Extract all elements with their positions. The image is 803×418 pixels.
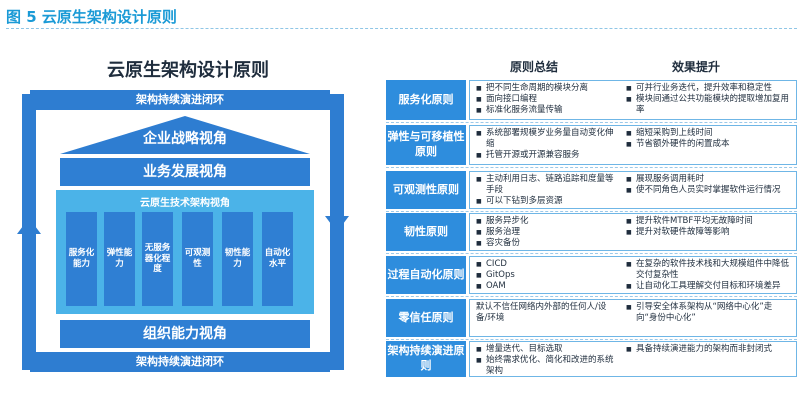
principle-effect: 具备持续演进能力的架构而非封闭式 bbox=[626, 344, 792, 355]
principle-row-box bbox=[469, 171, 797, 209]
summary-item: OAM bbox=[476, 281, 616, 292]
summary-item: 系统部署规模岁业务量自动变化伸缩 bbox=[476, 128, 616, 150]
principle-label: 零信任原则 bbox=[386, 299, 466, 337]
org-view-band: 组织能力视角 bbox=[60, 320, 310, 348]
principle-summary: 系统部署规模岁业务量自动变化伸缩托管开源或开源兼容服务 bbox=[476, 128, 616, 161]
loop-bottom-label: 架构持续演进闭环 bbox=[30, 352, 330, 372]
effect-item: 具备持续演进能力的架构而非封闭式 bbox=[626, 344, 792, 355]
principle-label: 弹性与可移植性原则 bbox=[386, 125, 466, 165]
effect-item: 在复杂的软件技术栈和大规模组件中降低交付复杂性 bbox=[626, 259, 792, 281]
principle-summary: 增量迭代、目标选取始终需求优化、简化和改进的系统架构 bbox=[476, 344, 616, 377]
row-separator bbox=[386, 253, 797, 254]
summary-item: 服务治理 bbox=[476, 227, 616, 238]
principle-row-box bbox=[469, 256, 797, 294]
summary-item: 服务异步化 bbox=[476, 216, 616, 227]
pillar-automation: 自动化水平 bbox=[262, 212, 293, 306]
effect-item: 节省额外硬件的闲置成本 bbox=[626, 139, 792, 150]
effect-item: 模块间通过公共功能模块的提取增加复用率 bbox=[626, 94, 792, 116]
principle-effect: 可并行业务迭代，提升效率和稳定性模块间通过公共功能模块的提取增加复用率 bbox=[626, 83, 792, 116]
principle-label: 韧性原则 bbox=[386, 213, 466, 251]
effect-item: 缩短采购到上线时间 bbox=[626, 128, 792, 139]
figure-title: 图 5 云原生架构设计原则 bbox=[6, 8, 177, 26]
effect-column-header: 效果提升 bbox=[672, 60, 721, 74]
effect-item: 提升对软硬件故障等影响 bbox=[626, 227, 792, 238]
summary-item: 默认不信任网络内外部的任何人/设备/环境 bbox=[476, 302, 607, 323]
row-separator bbox=[386, 339, 797, 340]
principle-summary: 把不同生命周期的模块分离面向接口编程标准化服务流量传输 bbox=[476, 83, 616, 116]
summary-item: 标准化服务流量传输 bbox=[476, 105, 616, 116]
row-separator bbox=[386, 211, 797, 212]
summary-item: 把不同生命周期的模块分离 bbox=[476, 83, 616, 94]
summary-column-header: 原则总结 bbox=[510, 60, 559, 74]
pillar-observability: 可观测性 bbox=[182, 212, 213, 306]
effect-item: 引导安全体系架构从“网络中心化”走向“身份中心化” bbox=[626, 302, 792, 324]
principle-summary: CICDGitOpsOAM bbox=[476, 259, 616, 292]
summary-item: 增量迭代、目标选取 bbox=[476, 344, 616, 355]
title-divider bbox=[6, 28, 797, 29]
principle-row-box bbox=[469, 213, 797, 251]
row-separator bbox=[386, 296, 797, 297]
principle-effect: 提升软件MTBF平均无故障时间提升对软硬件故障等影响 bbox=[626, 216, 792, 238]
principle-label: 过程自动化原则 bbox=[386, 256, 466, 294]
strategy-view-label: 企业战略视角 bbox=[143, 131, 227, 147]
row-separator bbox=[386, 167, 797, 168]
principle-row-box bbox=[469, 80, 797, 120]
summary-item: GitOps bbox=[476, 270, 616, 281]
row-separator bbox=[386, 122, 797, 123]
tech-architecture-title: 云原生技术架构视角 bbox=[140, 198, 230, 209]
principle-row-box bbox=[469, 341, 797, 377]
loop-arrow-down-icon bbox=[325, 216, 349, 232]
pillar-serverless: 无服务器化程度 bbox=[142, 212, 173, 306]
effect-item: 可并行业务迭代，提升效率和稳定性 bbox=[626, 83, 792, 94]
pillar-service: 服务化能力 bbox=[66, 212, 97, 306]
summary-item: 主动利用日志、链路追踪和度量等手段 bbox=[476, 174, 616, 196]
principle-effect: 引导安全体系架构从“网络中心化”走向“身份中心化” bbox=[626, 302, 792, 324]
summary-item: 容灾备份 bbox=[476, 238, 616, 249]
summary-item: 始终需求优化、简化和改进的系统架构 bbox=[476, 355, 616, 377]
effect-item: 展现服务调用耗时 bbox=[626, 174, 792, 185]
summary-item: 可以下钻到多层资源 bbox=[476, 196, 616, 207]
summary-item: 托管开源或开源兼容服务 bbox=[476, 150, 616, 161]
pillar-elasticity: 弹性能力 bbox=[104, 212, 135, 306]
principle-label: 服务化原则 bbox=[386, 80, 466, 120]
loop-top-label: 架构持续演进闭环 bbox=[30, 90, 330, 110]
principle-summary: 服务异步化服务治理容灾备份 bbox=[476, 216, 616, 249]
effect-item: 让自动化工具理解交付目标和环境差异 bbox=[626, 281, 792, 292]
business-view-band: 业务发展视角 bbox=[60, 158, 310, 186]
roof-shape bbox=[60, 116, 310, 154]
diagram-title: 云原生架构设计原则 bbox=[107, 60, 269, 81]
summary-item: CICD bbox=[476, 259, 616, 270]
principle-row-box bbox=[469, 125, 797, 165]
principle-label: 架构持续演进原则 bbox=[386, 341, 466, 377]
principle-row-box bbox=[469, 299, 797, 337]
effect-item: 使不同角色人员实时掌握软件运行情况 bbox=[626, 185, 792, 196]
principle-effect: 展现服务调用耗时使不同角色人员实时掌握软件运行情况 bbox=[626, 174, 792, 196]
pillar-resilience: 韧性能力 bbox=[222, 212, 253, 306]
principle-summary: 默认不信任网络内外部的任何人/设备/环境 bbox=[476, 302, 616, 324]
principle-effect: 缩短采购到上线时间节省额外硬件的闲置成本 bbox=[626, 128, 792, 150]
principle-label: 可观测性原则 bbox=[386, 171, 466, 209]
effect-item: 提升软件MTBF平均无故障时间 bbox=[626, 216, 792, 227]
summary-item: 面向接口编程 bbox=[476, 94, 616, 105]
principle-effect: 在复杂的软件技术栈和大规模组件中降低交付复杂性让自动化工具理解交付目标和环境差异 bbox=[626, 259, 792, 292]
principle-summary: 主动利用日志、链路追踪和度量等手段可以下钻到多层资源 bbox=[476, 174, 616, 207]
